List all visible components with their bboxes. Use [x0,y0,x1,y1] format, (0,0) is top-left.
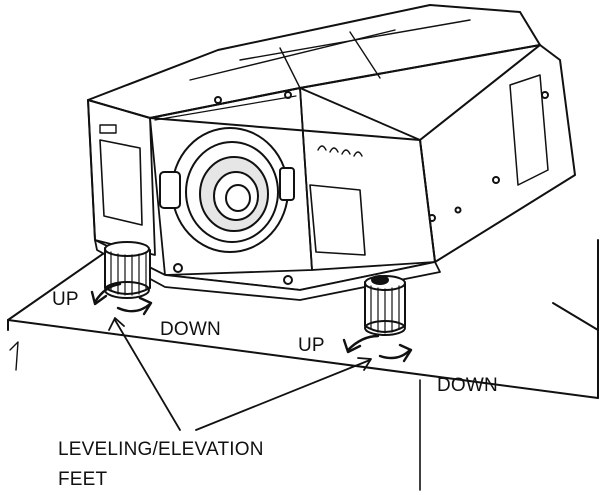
down-label-right: DOWN [437,375,498,396]
feet-caption-line2: FEET [58,469,108,490]
down-label-left: DOWN [160,319,221,340]
right-rotation-arrows [342,334,413,363]
up-label-right: UP [298,335,325,356]
edge-mark [9,341,19,371]
projector-body [87,4,576,301]
feet-caption-line1: LEVELING/ELEVATION [58,439,264,460]
table-surface [7,229,599,491]
lens-assembly [159,127,295,253]
left-rotation-arrows [90,282,153,316]
right-leveling-foot [364,275,406,336]
up-label-left: UP [52,289,79,310]
left-leveling-foot [104,241,151,299]
callout-leaders [108,317,372,431]
